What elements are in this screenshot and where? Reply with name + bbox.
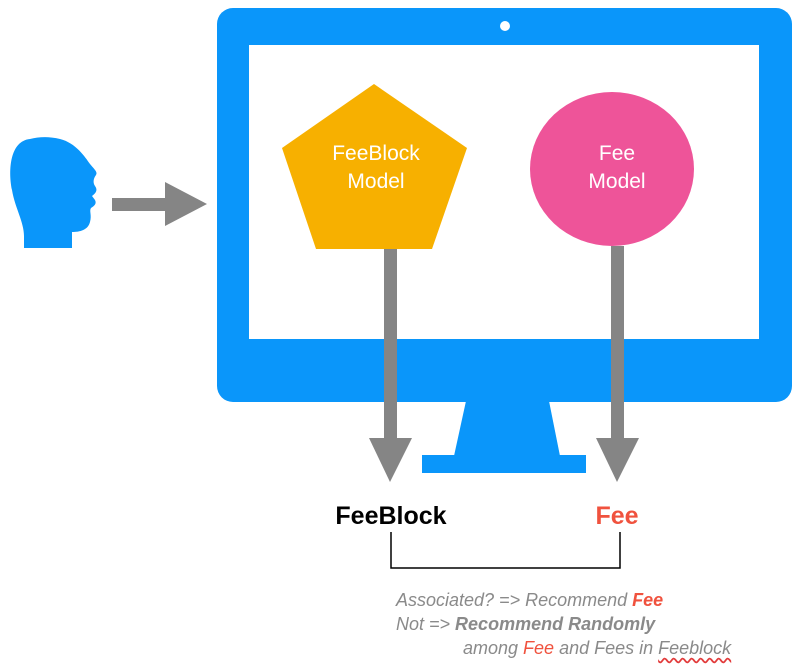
feeblock-model-node: FeeBlock Model: [282, 84, 467, 249]
person-head-icon: [10, 137, 97, 248]
fee-output-arrow: [596, 246, 639, 482]
feeblock-model-label-line1: FeeBlock: [332, 142, 420, 165]
monitor-stand-base: [422, 455, 586, 473]
fee-model-circle: [530, 92, 694, 246]
fee-model-label-line2: Model: [588, 170, 645, 193]
feeblock-output-arrow: [369, 249, 412, 482]
fee-output-label: Fee: [595, 502, 638, 530]
note-line1-prefix: Associated? => Recommend: [396, 590, 633, 610]
note-line2-bold: Recommend Randomly: [455, 614, 656, 634]
note-line-not: Not => Recommend Randomly: [396, 614, 655, 635]
fee-model-label-line1: Fee: [599, 142, 635, 165]
note-line3-mid: and Fees in: [554, 638, 659, 658]
feeblock-model-pentagon: [282, 84, 467, 249]
monitor: [217, 8, 792, 473]
input-arrow: [112, 182, 207, 226]
note-line1-fee: Fee: [632, 590, 664, 610]
feeblock-model-label-line2: Model: [347, 170, 404, 193]
note-line3-feeblock: Feeblock: [658, 638, 732, 658]
note-line-among: among Fee and Fees in Feeblock: [463, 638, 731, 659]
note-line-associated: Associated? => Recommend Fee: [396, 590, 663, 611]
note-line2-prefix: Not =>: [396, 614, 456, 634]
note-line3-fee: Fee: [523, 638, 555, 658]
feeblock-output-label: FeeBlock: [335, 502, 446, 530]
webcam-dot-icon: [500, 21, 510, 31]
association-connector: [390, 532, 621, 569]
note-line3-prefix: among: [463, 638, 524, 658]
fee-model-node: Fee Model: [530, 92, 694, 246]
monitor-neck: [454, 401, 560, 456]
